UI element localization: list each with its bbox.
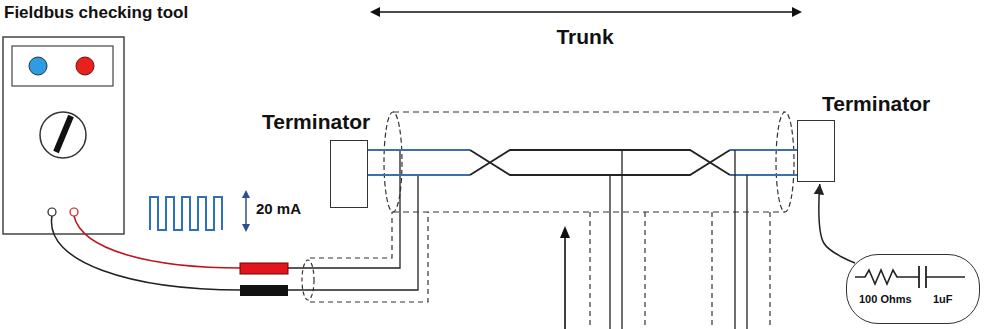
trunk-span-arrowhead [370,7,380,17]
trunk-shield-end [776,112,794,212]
amplitude-arrowhead [242,190,250,198]
resistor-symbol [855,270,919,284]
pointer-arrowhead [560,226,570,238]
trunk-span-arrow [378,11,794,13]
black-probe [240,285,288,296]
selector-dial [40,112,86,158]
terminator-box [330,140,368,208]
amplitude-arrow [245,196,247,226]
amplitude-arrowhead [242,224,250,232]
node-text: Terminator [262,110,370,134]
trunk-wire [730,149,797,151]
trunk-wire [730,174,797,176]
callout-leader [819,184,855,263]
spur-cable-shield [302,260,314,300]
pointer-arrow [564,236,566,329]
node-text: Terminator [822,92,930,116]
blue-indicator [29,57,47,75]
diagram-label: Trunk [556,25,613,49]
trunk-wire [470,150,730,175]
capacitor-plate [918,266,920,288]
black-jack [48,208,56,216]
diagram-title: Fieldbus checking tool [4,3,188,23]
resistor-capacitor-symbol [847,255,981,295]
diagram-label: 20 mA [256,200,301,217]
red-jack [70,208,78,216]
spur-wire [734,150,735,329]
spur-shield [589,212,590,329]
capacitor-lead [926,276,965,278]
spur-shield [644,212,645,329]
terminator: Terminator [797,92,930,182]
trunk-wire [368,149,470,151]
spur-shield [310,212,428,302]
trunk-shield [393,211,785,212]
dial-pointer [56,116,71,152]
spur-wire [621,150,622,329]
terminator-box [797,120,835,182]
red-probe [240,263,288,274]
terminator-heading: Terminator [262,110,370,134]
terminator-heading: Terminator [822,92,930,116]
trunk-shield [393,111,785,112]
trunk-wire [368,174,470,176]
trunk-span-arrowhead [792,7,802,17]
trunk-wire [470,150,730,175]
spur-shield [310,212,392,258]
red-indicator [76,57,94,75]
spur-wire [746,175,747,329]
callout-bubble: 100 Ohms 1uF [846,254,980,324]
spur-shield [711,212,712,329]
terminator: Terminator [262,110,370,208]
tool-case [3,37,124,234]
tool-display [12,46,113,86]
trunk-shield-end [384,112,402,212]
spur-wire [609,175,610,329]
square-wave-signal [150,197,222,230]
node-text: 100 Ohms [859,293,912,306]
node-text: 1uF [933,293,953,306]
spur-shield [769,212,770,329]
